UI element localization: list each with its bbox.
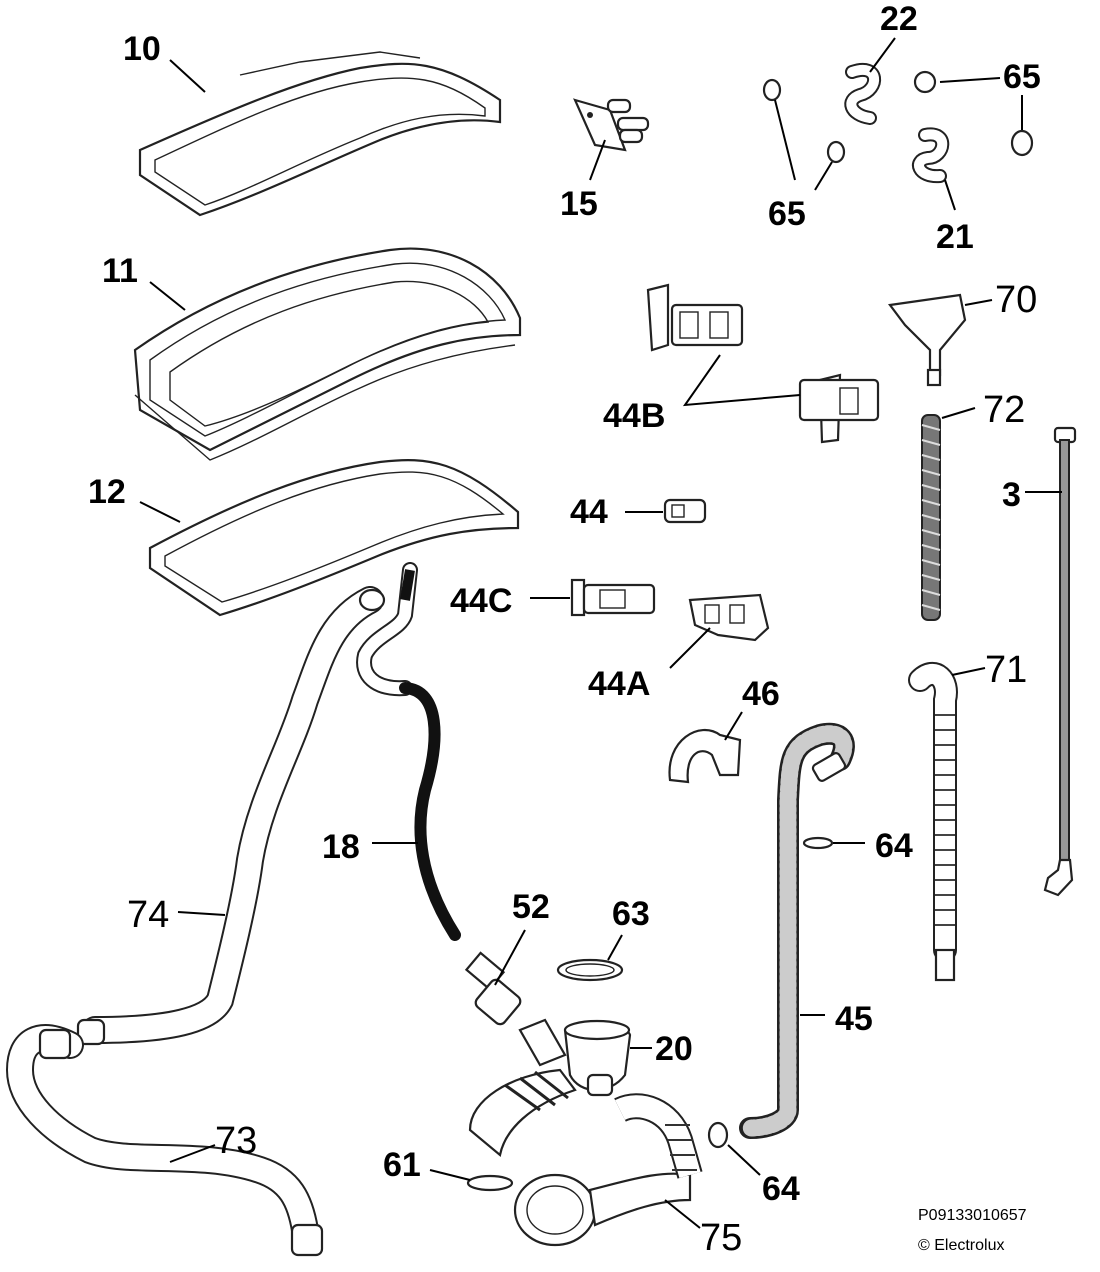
part-20-sump-pipe (468, 1018, 632, 1158)
leader-74 (177, 911, 226, 916)
leader-75 (664, 1199, 701, 1229)
label-12: 12 (88, 473, 126, 511)
part-21-small-hose (912, 127, 950, 184)
copyright-text: © Electrolux (918, 1237, 1004, 1254)
part-11-door-seal (133, 247, 522, 461)
label-64-lower: 64 (762, 1170, 800, 1208)
part-18-hose (356, 562, 461, 941)
label-75: 75 (700, 1217, 742, 1259)
part-44-clip (663, 498, 707, 524)
part-10-seal-frame (138, 51, 502, 217)
leader-15 (589, 139, 606, 181)
part-63-ring (556, 958, 624, 982)
part-52-connector (464, 951, 522, 1026)
part-70-sensor (888, 293, 967, 387)
leader-21 (944, 179, 956, 211)
leader-52 (494, 929, 526, 986)
leader-61 (429, 1169, 471, 1181)
leader-64b (727, 1144, 761, 1176)
label-65-bottom: 65 (768, 195, 806, 233)
leader-70 (964, 299, 993, 306)
part-72-tube (921, 414, 941, 621)
label-44: 44 (570, 493, 608, 531)
leader-65c (939, 77, 1001, 83)
part-71-drain-hose (908, 662, 958, 982)
part-44B-brackets (646, 283, 880, 444)
leader-10 (169, 59, 206, 93)
label-10: 10 (123, 30, 161, 68)
label-20: 20 (655, 1030, 693, 1068)
leader-44B (682, 354, 801, 407)
part-44C-clip (570, 578, 656, 617)
label-65-top-right: 65 (1003, 58, 1041, 96)
part-73-long-hose (5, 1024, 324, 1257)
part-74-long-hose (76, 586, 386, 1046)
leader-44A (669, 627, 711, 669)
label-44B: 44B (603, 397, 665, 435)
part-65-clamps (762, 70, 1034, 164)
leader-22 (869, 37, 896, 73)
label-52: 52 (512, 888, 550, 926)
leader-46 (724, 711, 743, 741)
label-3: 3 (1002, 476, 1021, 514)
part-64-clamps (707, 836, 834, 1149)
part-75-pump-housing (513, 1093, 703, 1247)
leader-12 (139, 501, 181, 523)
label-72: 72 (983, 389, 1025, 431)
part-46-hose-guide (668, 729, 742, 784)
leader-71 (951, 667, 986, 676)
label-71: 71 (985, 649, 1027, 691)
label-61: 61 (383, 1146, 421, 1184)
label-44A: 44A (588, 665, 650, 703)
label-11: 11 (102, 252, 138, 290)
leader-65a (774, 99, 796, 181)
leader-65b (814, 161, 833, 191)
part-44A-clip (688, 593, 770, 642)
part-3-rod (1043, 426, 1077, 897)
label-15: 15 (560, 185, 598, 223)
leader-72 (941, 407, 976, 419)
label-45: 45 (835, 1000, 873, 1038)
label-21: 21 (936, 218, 974, 256)
reference-code: P09133010657 (918, 1207, 1027, 1224)
label-22: 22 (880, 0, 918, 38)
part-15-valve (573, 98, 650, 152)
part-61-clamp (466, 1174, 514, 1192)
label-44C: 44C (450, 582, 512, 620)
label-73: 73 (215, 1120, 257, 1162)
leader-63 (607, 934, 623, 961)
label-18: 18 (322, 828, 360, 866)
label-70: 70 (995, 279, 1037, 321)
label-63: 63 (612, 895, 650, 933)
part-12-seal-frame (148, 459, 520, 617)
label-74: 74 (127, 894, 169, 936)
part-45-corrugated-hose (739, 722, 855, 1139)
label-46: 46 (742, 675, 780, 713)
part-22-small-hose (844, 62, 882, 125)
leader-73 (169, 1144, 216, 1163)
label-64-upper: 64 (875, 827, 913, 865)
leader-11 (149, 281, 186, 311)
